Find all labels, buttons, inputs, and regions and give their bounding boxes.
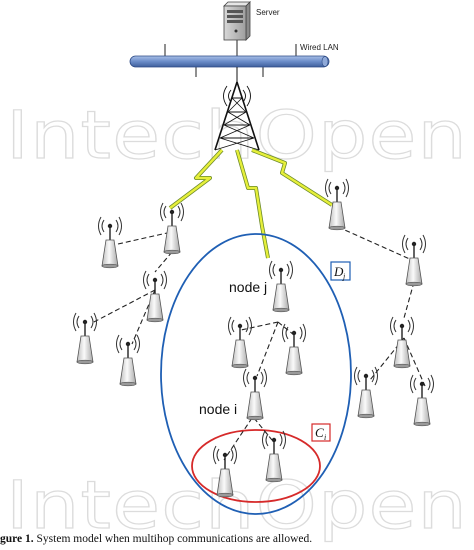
node-j [268,260,294,313]
sensor-node [389,316,415,369]
wireless-link-center [235,149,270,259]
node-i-label: node i [199,401,237,417]
watermark-top: IntechOpen [6,97,468,174]
cluster-d-label: D j [330,261,351,281]
lightning-link-icon [168,148,334,259]
svg-text:j: j [342,272,346,281]
server-icon [223,1,251,62]
region-c-boundary [191,429,321,503]
node-i [242,368,268,421]
server-label: Server [256,8,280,17]
sensor-node [353,366,379,419]
sensor-node [227,316,253,369]
multihop-links [91,226,426,461]
sensor-node [72,312,98,365]
wireless-link-right [251,148,334,207]
region-d-boundary [160,233,352,515]
sensor-node [409,374,435,427]
sensor-node-icon [72,178,435,498]
sensor-node [115,334,141,387]
lan-label: Wired LAN [300,43,339,52]
svg-text:D: D [333,264,344,279]
watermark-bottom: IntechOpen [6,467,468,544]
sensor-node [401,234,427,287]
sensor-node [97,216,123,269]
figure-number: gure 1. [0,533,34,545]
sensor-node [159,202,185,255]
sensor-node [281,323,307,376]
caption-text: System model when multihop communication… [33,533,313,545]
cluster-c-label: C i [311,423,331,442]
figure-caption: gure 1. System model when multihop commu… [0,533,474,545]
tower-icon [214,67,260,151]
wireless-link-left [168,148,224,210]
node-j-label: node j [229,279,267,295]
sensor-node [142,270,168,323]
lan-bus [129,44,330,77]
svg-text:C: C [315,425,324,440]
svg-text:i: i [324,433,326,442]
